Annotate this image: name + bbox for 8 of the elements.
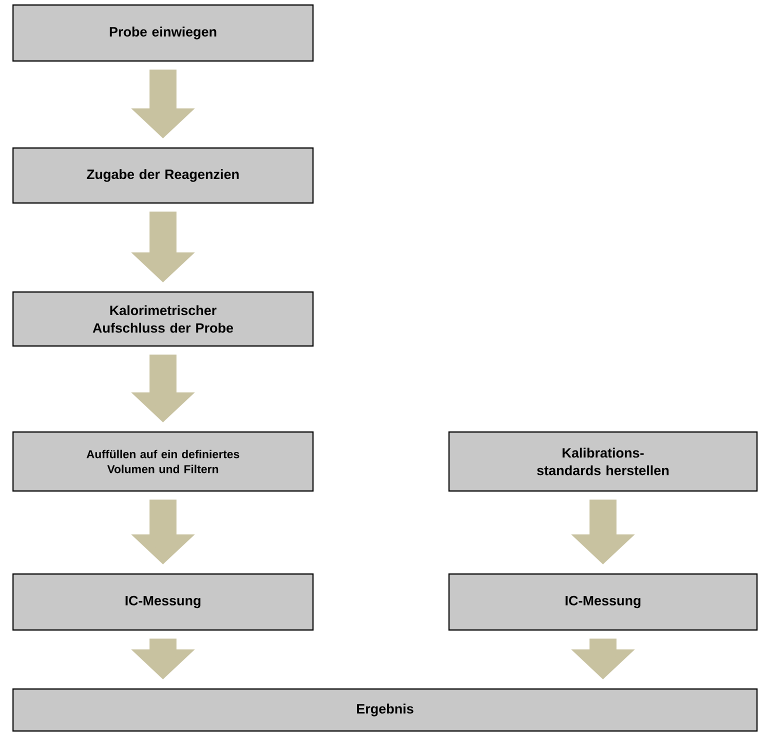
process-box: Probe einwiegen bbox=[12, 4, 314, 62]
process-box: Kalorimetrischer Aufschluss der Probe bbox=[12, 291, 314, 347]
process-box: IC-Messung bbox=[12, 573, 314, 631]
process-box: Auffüllen auf ein definiertes Volumen und Filtern bbox=[12, 431, 314, 492]
process-box: Ergebnis bbox=[12, 688, 758, 732]
process-box: Kalibrations- standards herstellen bbox=[448, 431, 758, 492]
process-box: IC-Messung bbox=[448, 573, 758, 631]
process-box: Zugabe der Reagenzien bbox=[12, 147, 314, 204]
